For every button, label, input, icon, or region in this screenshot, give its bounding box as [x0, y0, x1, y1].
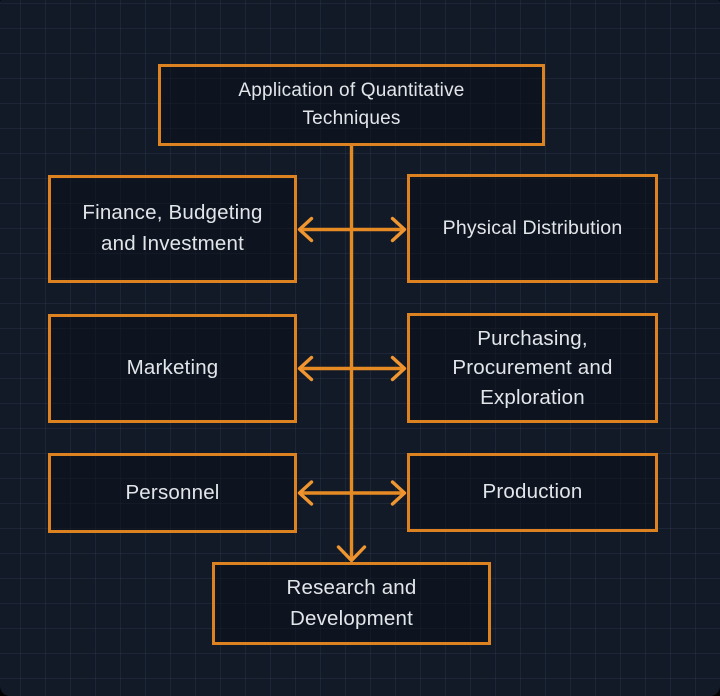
node-label: Marketing — [126, 356, 219, 380]
arrowhead-left-personnel — [297, 480, 314, 506]
double-arrow-row-3 — [297, 480, 407, 506]
double-arrow-row-1 — [297, 216, 407, 243]
node-label: Application of Quantitative Techniques — [238, 79, 465, 130]
node-production: Production — [407, 453, 658, 532]
arrowhead-down-research — [336, 545, 367, 563]
node-application-of-quantitative-techniques: Application of Quantitative Techniques — [158, 64, 545, 146]
node-personnel: Personnel — [48, 453, 297, 533]
arrowhead-left-finance — [297, 216, 314, 243]
double-arrow-row-2 — [297, 355, 407, 382]
node-finance-budgeting-investment: Finance, Budgeting and Investment — [48, 175, 297, 283]
node-purchasing-procurement-exploration: Purchasing, Procurement and Exploration — [407, 313, 658, 423]
arrowhead-right-physical — [390, 216, 407, 243]
node-label: Research and Development — [286, 575, 417, 630]
arrowhead-left-marketing — [297, 355, 314, 382]
node-label: Purchasing, Procurement and Exploration — [452, 327, 613, 409]
node-label: Production — [482, 480, 583, 504]
arrowhead-right-production — [390, 480, 407, 506]
node-physical-distribution: Physical Distribution — [407, 174, 658, 283]
node-label: Physical Distribution — [442, 216, 623, 239]
arrowhead-right-purchasing — [390, 355, 407, 382]
node-label: Finance, Budgeting and Investment — [82, 201, 263, 255]
node-label: Personnel — [125, 480, 220, 504]
node-research-and-development: Research and Development — [212, 562, 491, 645]
node-marketing: Marketing — [48, 314, 297, 423]
